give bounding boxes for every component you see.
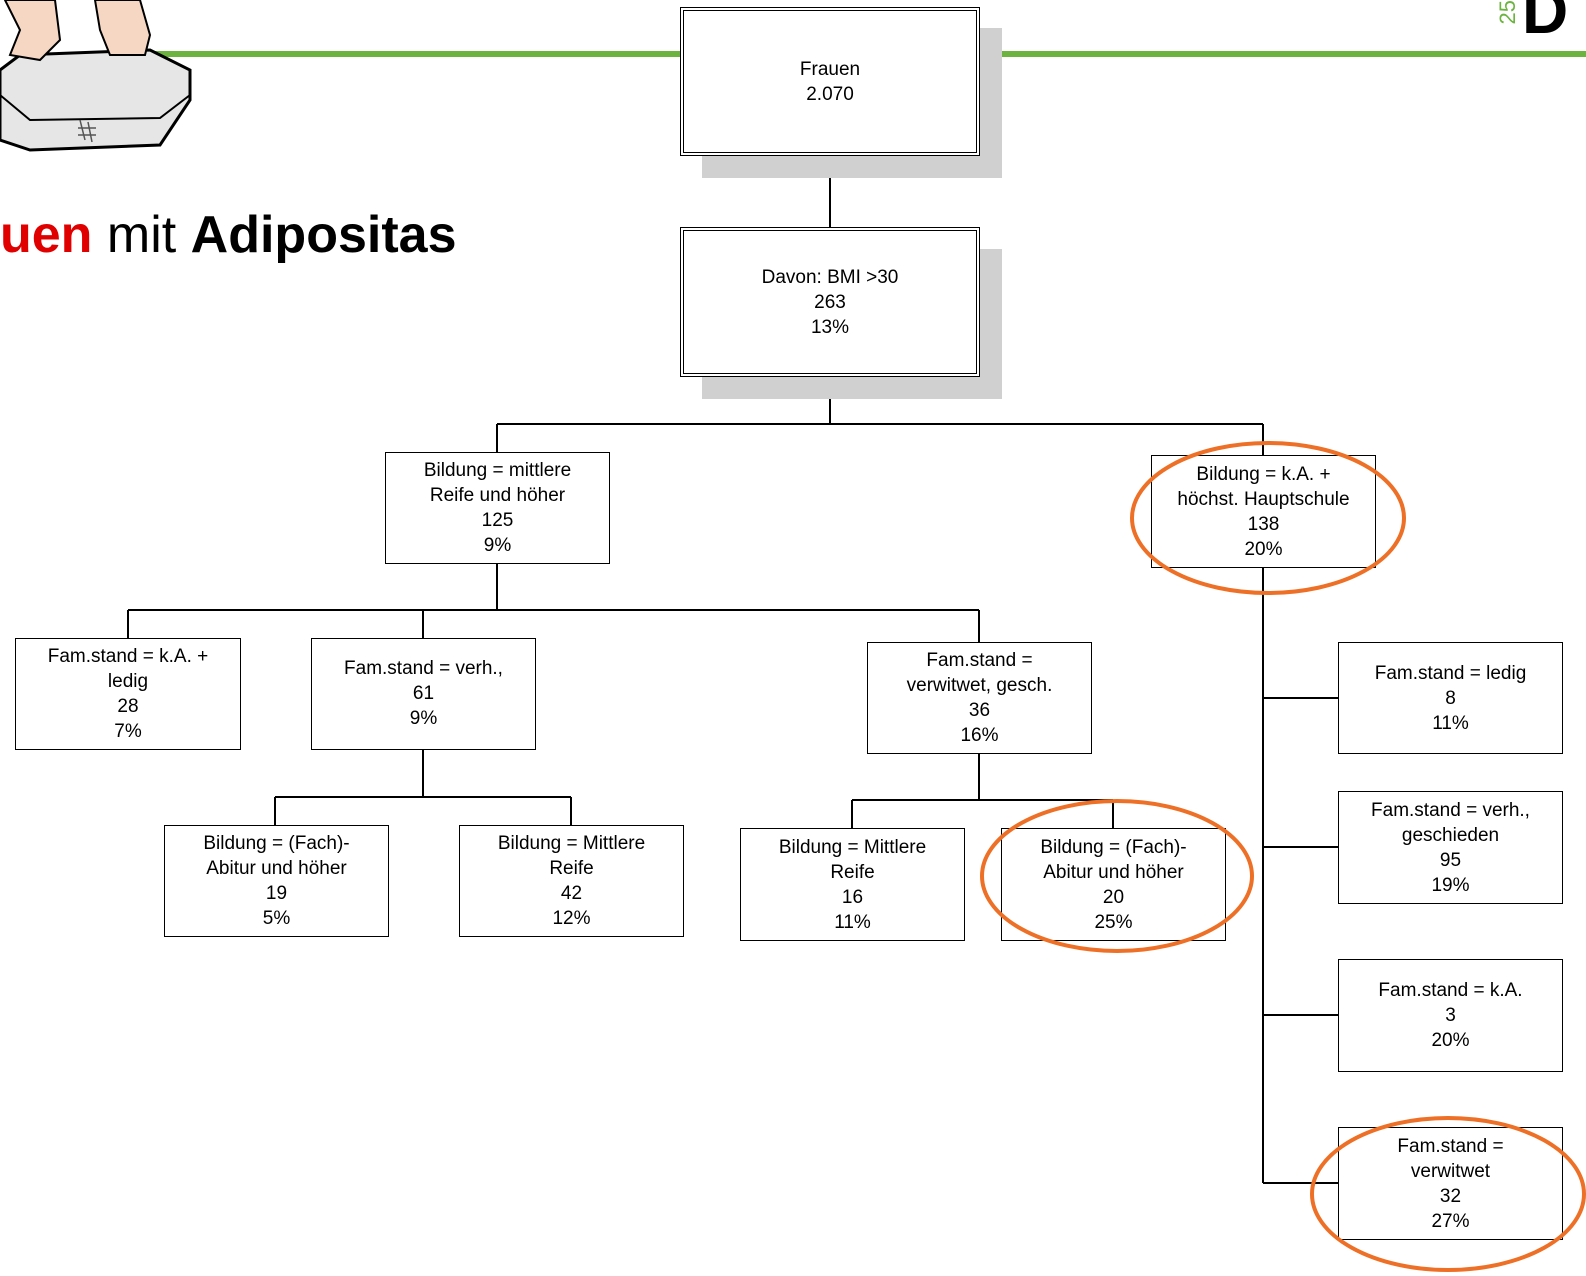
page-title: uen mit Adipositas (0, 205, 457, 265)
node-low-famstand-ledig: Fam.stand = ledig 8 11% (1338, 642, 1563, 754)
node-bildung-hauptschule: Bildung = k.A. + höchst. Hauptschule 138… (1151, 455, 1376, 568)
logo-letter: D (1522, 0, 1569, 47)
node-famstand-verh: Fam.stand = verh., 61 9% (311, 638, 536, 750)
node-bildung-mittlere-reife: Bildung = mittlere Reife und höher 125 9… (385, 452, 610, 564)
node-low-famstand-verh-geschieden: Fam.stand = verh., geschieden 95 19% (1338, 791, 1563, 904)
header-divider-left (140, 51, 680, 57)
node-verh-bildung-mittlere: Bildung = Mittlere Reife 42 12% (459, 825, 684, 937)
node-bmi-over-30: Davon: BMI >30 263 13% (680, 227, 980, 377)
node-verw-bildung-mittlere: Bildung = Mittlere Reife 16 11% (740, 828, 965, 941)
node-low-famstand-ka: Fam.stand = k.A. 3 20% (1338, 959, 1563, 1072)
bathroom-scale-illustration (0, 0, 192, 152)
title-adipositas: Adipositas (190, 206, 457, 264)
node-frauen: Frauen 2.070 (680, 7, 980, 156)
node-verh-bildung-abitur: Bildung = (Fach)- Abitur und höher 19 5% (164, 825, 389, 937)
node-low-famstand-verwitwet: Fam.stand = verwitwet 32 27% (1338, 1127, 1563, 1240)
title-frauen-fragment: uen (0, 206, 93, 264)
node-famstand-verwitwet-gesch: Fam.stand = verwitwet, gesch. 36 16% (867, 642, 1092, 754)
node-verw-bildung-abitur: Bildung = (Fach)- Abitur und höher 20 25… (1001, 828, 1226, 941)
node-famstand-ka-ledig: Fam.stand = k.A. + ledig 28 7% (15, 638, 241, 750)
header-divider-right (1000, 51, 1586, 57)
title-mit: mit (92, 206, 191, 264)
